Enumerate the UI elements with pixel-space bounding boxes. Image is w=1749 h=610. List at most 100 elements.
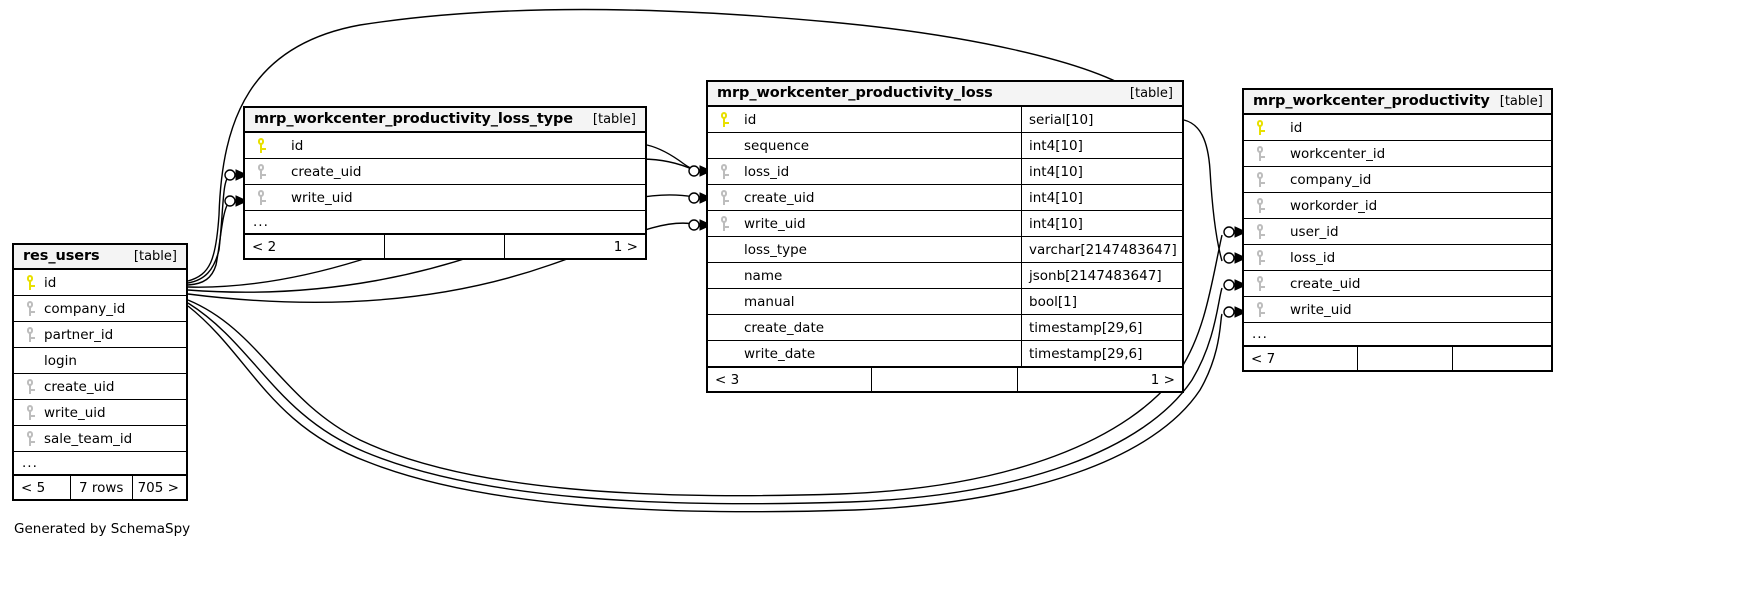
column-cell: user_id xyxy=(1244,219,1551,244)
column-name: company_id xyxy=(44,300,126,317)
column-cell: sale_team_id xyxy=(14,426,186,451)
column-name: sale_team_id xyxy=(44,430,133,447)
column-cell: company_id xyxy=(1244,167,1551,192)
column-row[interactable]: write_uid xyxy=(1244,297,1551,323)
column-row[interactable]: id xyxy=(1244,115,1551,141)
table-type-tag: [table] xyxy=(133,248,177,264)
column-cell: loss_type xyxy=(708,237,1022,262)
column-row[interactable]: create_uid xyxy=(1244,271,1551,297)
column-type: int4[10] xyxy=(1029,163,1083,180)
column-name: id xyxy=(744,111,757,128)
column-row[interactable]: name jsonb[2147483647] xyxy=(708,263,1182,289)
column-row[interactable]: workcenter_id xyxy=(1244,141,1551,167)
table-header-loss-type: mrp_workcenter_productivity_loss_type [t… xyxy=(245,108,645,133)
column-name: company_id xyxy=(1290,171,1372,188)
foreign-key-icon xyxy=(253,190,269,205)
column-row[interactable]: partner_id xyxy=(14,322,186,348)
column-cell: partner_id xyxy=(14,322,186,347)
column-cell: name xyxy=(708,263,1022,288)
footer-prev-button[interactable]: < 2 xyxy=(245,235,385,258)
primary-key-icon xyxy=(22,275,38,290)
column-row[interactable]: manual bool[1] xyxy=(708,289,1182,315)
column-cell: create_date xyxy=(708,315,1022,340)
column-row[interactable]: id xyxy=(245,133,645,159)
footer-row-count xyxy=(385,235,505,258)
foreign-key-icon xyxy=(1252,146,1268,161)
foreign-key-icon xyxy=(22,379,38,394)
column-name: create_uid xyxy=(44,378,115,395)
column-name: id xyxy=(291,137,304,154)
column-row[interactable]: loss_id int4[10] xyxy=(708,159,1182,185)
column-type: int4[10] xyxy=(1029,189,1083,206)
column-row[interactable]: login xyxy=(14,348,186,374)
footer-next-button[interactable]: 1 > xyxy=(613,238,638,255)
column-row[interactable]: company_id xyxy=(14,296,186,322)
column-cell: loss_id xyxy=(1244,245,1551,270)
column-cell: write_uid xyxy=(245,185,645,210)
column-row[interactable]: write_uid xyxy=(14,400,186,426)
table-header-productivity-loss: mrp_workcenter_productivity_loss [table] xyxy=(708,82,1182,107)
column-name: loss_type xyxy=(744,241,807,258)
foreign-key-icon xyxy=(253,164,269,179)
column-type: timestamp[29,6] xyxy=(1029,319,1143,336)
column-row[interactable]: company_id xyxy=(1244,167,1551,193)
column-row[interactable]: write_uid xyxy=(245,185,645,211)
table-title: mrp_workcenter_productivity_loss xyxy=(717,85,993,101)
table-title: mrp_workcenter_productivity_loss_type xyxy=(254,111,574,127)
column-row[interactable]: id serial[10] xyxy=(708,107,1182,133)
footer-next-button[interactable] xyxy=(1453,347,1551,370)
footer-next-button[interactable]: 1 > xyxy=(1150,371,1175,388)
column-cell: id xyxy=(245,133,645,158)
column-row[interactable]: id xyxy=(14,270,186,296)
table-res-users[interactable]: res_users [table] id company_id partner_… xyxy=(12,243,188,501)
column-row[interactable]: sale_team_id xyxy=(14,426,186,452)
table-mrp-workcenter-productivity[interactable]: mrp_workcenter_productivity [table] id w… xyxy=(1242,88,1553,372)
foreign-key-icon xyxy=(1252,224,1268,239)
table-type-tag: [table] xyxy=(592,111,636,127)
footer-next-button[interactable]: 705 > xyxy=(137,479,179,496)
footer-prev-button[interactable]: < 7 xyxy=(1244,347,1358,370)
column-row[interactable]: sequence int4[10] xyxy=(708,133,1182,159)
column-row[interactable]: create_uid int4[10] xyxy=(708,185,1182,211)
column-row[interactable]: write_uid int4[10] xyxy=(708,211,1182,237)
table-footer-productivity-loss: < 3 1 > xyxy=(708,367,1182,391)
column-name: write_uid xyxy=(291,189,353,206)
foreign-key-icon xyxy=(22,301,38,316)
column-name: user_id xyxy=(1290,223,1339,240)
table-header-productivity: mrp_workcenter_productivity [table] xyxy=(1244,90,1551,115)
footer-row-count xyxy=(1358,347,1453,370)
column-cell: manual xyxy=(708,289,1022,314)
column-cell: create_uid xyxy=(14,374,186,399)
table-header-res-users: res_users [table] xyxy=(14,245,186,270)
column-row[interactable]: write_date timestamp[29,6] xyxy=(708,341,1182,367)
column-row[interactable]: user_id xyxy=(1244,219,1551,245)
table-mrp-workcenter-productivity-loss[interactable]: mrp_workcenter_productivity_loss [table]… xyxy=(706,80,1184,393)
edge-res-users-to-loss-type-create-uid xyxy=(187,174,231,284)
footer-prev-button[interactable]: < 5 xyxy=(14,476,71,499)
column-name: write_uid xyxy=(744,215,806,232)
column-cell: sequence xyxy=(708,133,1022,158)
column-cell: id xyxy=(708,107,1022,132)
column-cell: create_uid xyxy=(708,185,1022,210)
column-type: jsonb[2147483647] xyxy=(1029,267,1162,284)
column-name: id xyxy=(1290,119,1303,136)
column-cell: loss_id xyxy=(708,159,1022,184)
foreign-key-icon xyxy=(1252,302,1268,317)
column-row[interactable]: create_uid xyxy=(14,374,186,400)
column-row[interactable]: workorder_id xyxy=(1244,193,1551,219)
more-columns-indicator: ... xyxy=(1244,323,1551,346)
column-name: login xyxy=(44,352,77,369)
column-row[interactable]: loss_type varchar[2147483647] xyxy=(708,237,1182,263)
foreign-key-icon xyxy=(22,327,38,342)
column-type: serial[10] xyxy=(1029,111,1094,128)
table-footer-res-users: < 5 7 rows 705 > xyxy=(14,475,186,499)
table-mrp-workcenter-productivity-loss-type[interactable]: mrp_workcenter_productivity_loss_type [t… xyxy=(243,106,647,260)
column-row[interactable]: create_date timestamp[29,6] xyxy=(708,315,1182,341)
footer-prev-button[interactable]: < 3 xyxy=(708,368,872,391)
column-row[interactable]: loss_id xyxy=(1244,245,1551,271)
column-cell: create_uid xyxy=(1244,271,1551,296)
table-footer-productivity: < 7 xyxy=(1244,346,1551,370)
column-row[interactable]: create_uid xyxy=(245,159,645,185)
primary-key-icon xyxy=(253,138,269,153)
